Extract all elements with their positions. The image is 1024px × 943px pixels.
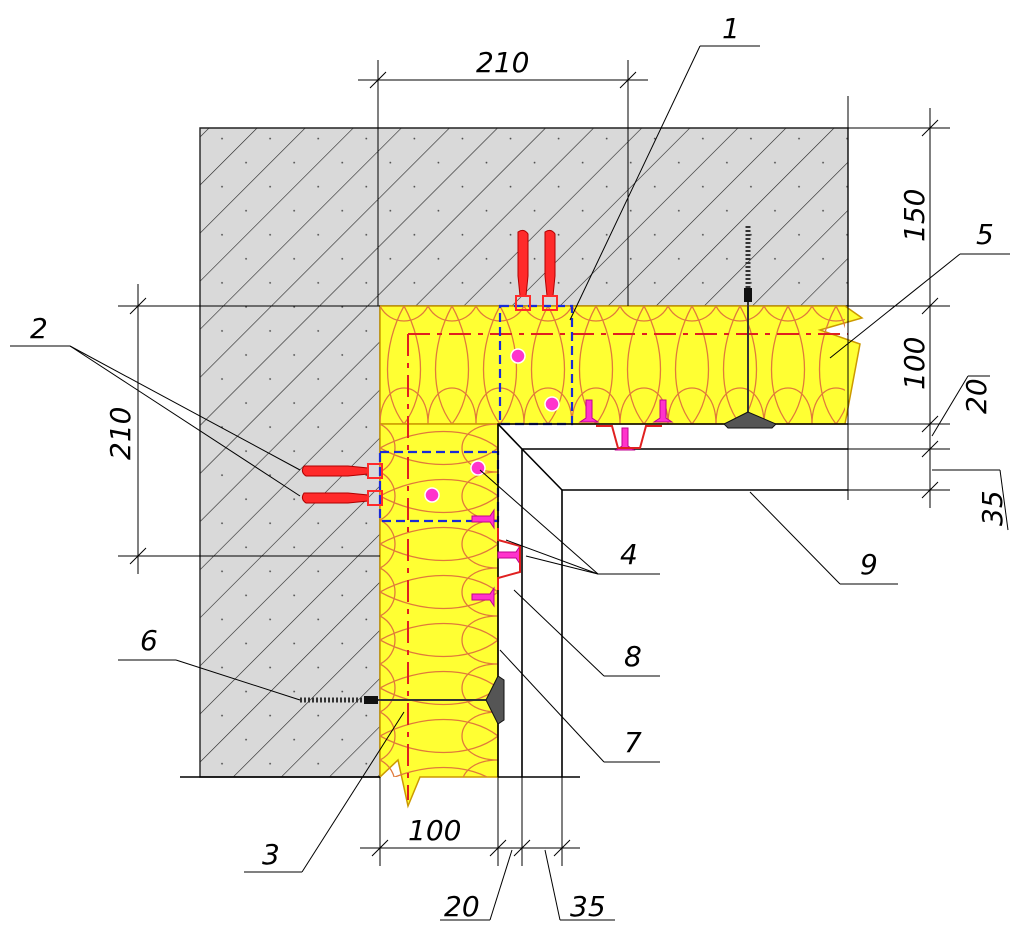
dim-right-20: 20 xyxy=(960,378,993,414)
bracket-fasteners xyxy=(471,399,674,608)
callout-8: 8 xyxy=(624,640,642,673)
corner-panel-left xyxy=(378,450,500,523)
disc-dowel-horizontal xyxy=(300,675,505,725)
dim-bottom-100: 100 xyxy=(408,814,461,847)
dim-left-210: 210 xyxy=(104,407,137,460)
anchor-dowels-left xyxy=(301,463,383,506)
callout-4: 4 xyxy=(620,538,638,571)
dim-right-35: 35 xyxy=(976,490,1009,526)
callout-3: 3 xyxy=(262,838,280,871)
callout-leaders xyxy=(10,45,1010,873)
anchor-dowels-top xyxy=(515,229,558,311)
callout-9: 9 xyxy=(860,548,878,581)
dim-right-100: 100 xyxy=(898,337,931,390)
callout-5: 5 xyxy=(976,218,994,251)
insulation-vertical xyxy=(379,423,499,809)
concrete-wall xyxy=(199,127,849,778)
dim-top-210: 210 xyxy=(476,46,529,79)
omega-brackets xyxy=(497,425,662,590)
callout-6: 6 xyxy=(140,624,158,657)
dimension-lines xyxy=(118,60,1009,921)
insulation-horizontal xyxy=(379,305,864,425)
dim-right-150: 150 xyxy=(898,189,931,242)
callout-2: 2 xyxy=(30,312,48,345)
dim-bottom-20: 20 xyxy=(444,890,480,923)
callout-1: 1 xyxy=(722,12,740,45)
dim-bottom-35: 35 xyxy=(570,890,606,923)
callout-7: 7 xyxy=(624,726,642,759)
disc-dowel-vertical xyxy=(723,226,777,429)
